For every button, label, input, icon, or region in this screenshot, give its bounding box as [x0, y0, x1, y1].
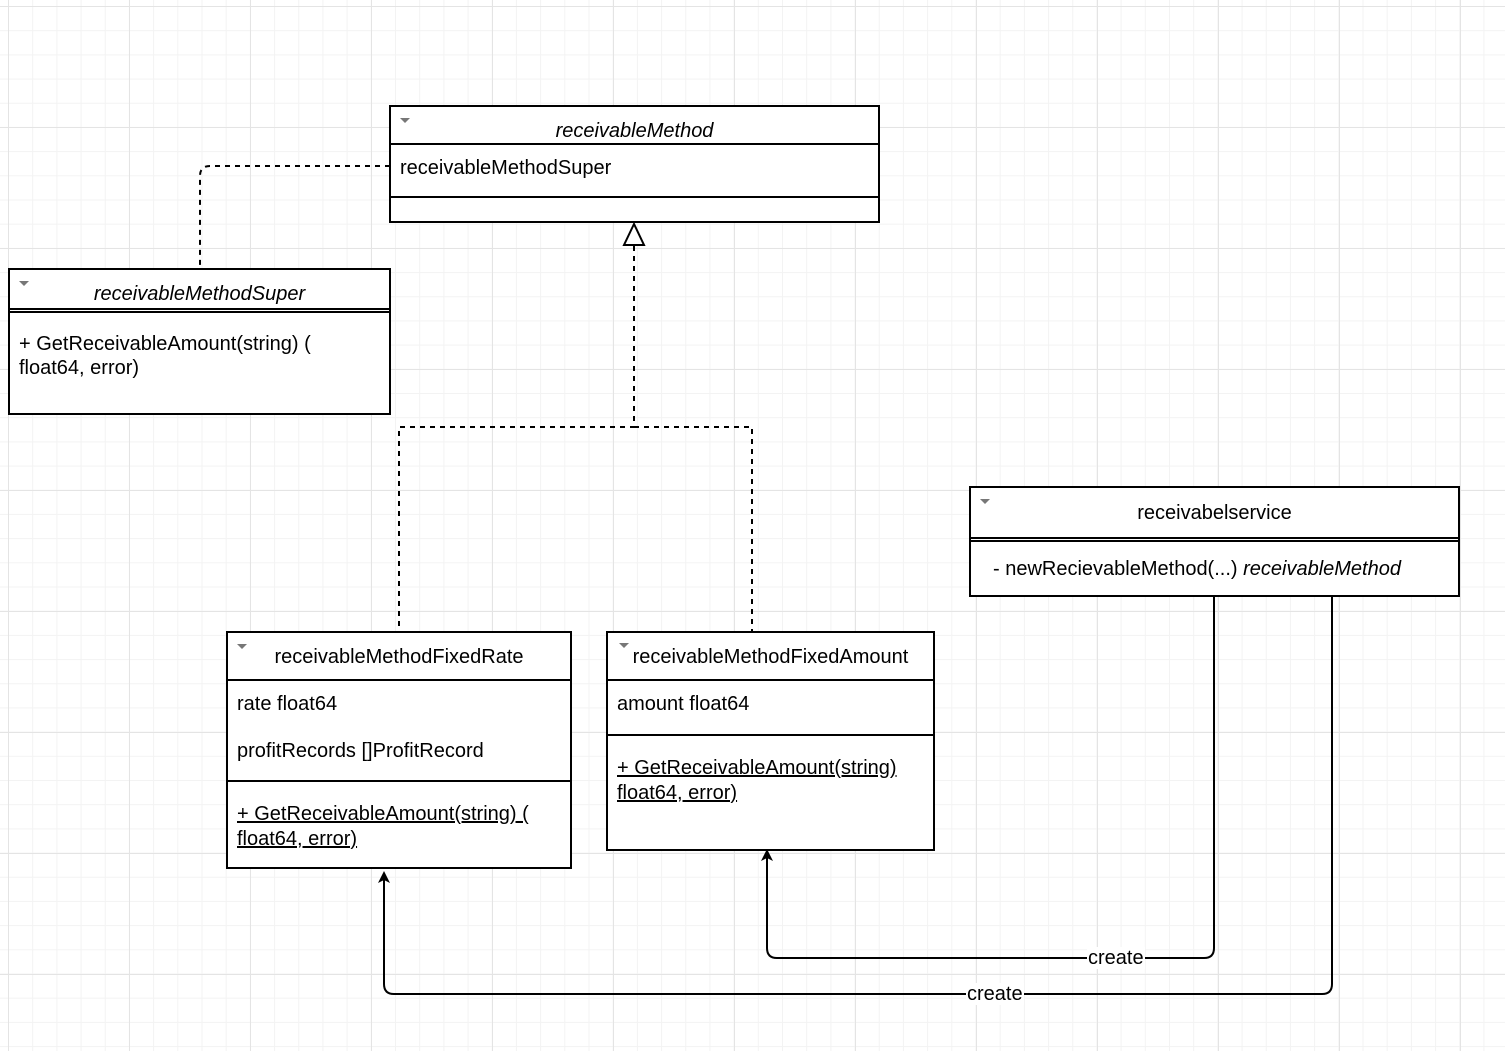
- method-row: + GetReceivableAmount(string) ( float64,…: [237, 803, 529, 850]
- collapse-triangle-icon[interactable]: [619, 643, 629, 648]
- realization-line-fixed-rate: [398, 246, 635, 633]
- attribute-row: rate float64: [237, 693, 338, 715]
- methods-section: + GetReceivableAmount(string) ( float64,…: [228, 782, 570, 852]
- attribute-row: amount float64: [617, 693, 750, 715]
- realization-line-fixed-amount: [634, 426, 753, 633]
- realization-arrowhead: [622, 221, 646, 246]
- class-name: receivabelservice: [1137, 502, 1292, 524]
- class-receivable-method[interactable]: receivableMethod receivableMethodSuper: [389, 105, 880, 223]
- dependency-line-super: [199, 165, 390, 270]
- method-row: - newRecievableMethod(...) receivableMet…: [971, 557, 1458, 581]
- class-header: receivableMethodSuper: [10, 270, 389, 313]
- methods-section: [391, 198, 878, 221]
- class-header: receivableMethodFixedAmount: [608, 633, 933, 681]
- class-receivable-method-super[interactable]: receivableMethodSuper + GetReceivableAmo…: [8, 268, 391, 415]
- class-receivable-method-fixed-amount[interactable]: receivableMethodFixedAmount amount float…: [606, 631, 935, 851]
- class-name: receivableMethodSuper: [93, 283, 306, 305]
- edge-label-create-fixed-rate: create: [966, 983, 1024, 1005]
- methods-section: - newRecievableMethod(...) receivableMet…: [971, 542, 1458, 581]
- attribute-row: profitRecords []ProfitRecord: [237, 740, 484, 762]
- attributes-section: receivableMethodSuper: [391, 145, 878, 198]
- methods-section: + GetReceivableAmount(string) ( float64,…: [10, 313, 389, 380]
- collapse-triangle-icon[interactable]: [980, 499, 990, 504]
- collapse-triangle-icon[interactable]: [19, 281, 29, 286]
- collapse-triangle-icon[interactable]: [237, 644, 247, 649]
- class-receivabel-service[interactable]: receivabelservice - newRecievableMethod(…: [969, 486, 1460, 597]
- method-return-type: receivableMethod: [1243, 558, 1401, 580]
- method-row: + GetReceivableAmount(string) ( float64,…: [19, 333, 311, 379]
- attribute-row: receivableMethodSuper: [400, 157, 612, 179]
- edge-label-create-fixed-amount: create: [1087, 947, 1145, 969]
- class-header: receivableMethod: [391, 107, 878, 145]
- create-arrow-fixed-rate: [378, 596, 1333, 995]
- class-name: receivableMethodFixedAmount: [632, 646, 909, 668]
- class-name: receivableMethodFixedRate: [274, 646, 524, 668]
- collapse-triangle-icon[interactable]: [400, 118, 410, 123]
- class-receivable-method-fixed-rate[interactable]: receivableMethodFixedRate rate float64 p…: [226, 631, 572, 869]
- attributes-section: amount float64: [608, 681, 933, 736]
- create-arrow-fixed-amount: [761, 596, 1215, 959]
- method-row: + GetReceivableAmount(string) float64, e…: [617, 757, 897, 804]
- method-signature: - newRecievableMethod(...): [993, 558, 1244, 580]
- class-header: receivableMethodFixedRate: [228, 633, 570, 681]
- class-header: receivabelservice: [971, 488, 1458, 542]
- class-name: receivableMethod: [555, 120, 714, 142]
- attributes-section: rate float64 profitRecords []ProfitRecor…: [228, 681, 570, 782]
- methods-section: + GetReceivableAmount(string) float64, e…: [608, 736, 933, 806]
